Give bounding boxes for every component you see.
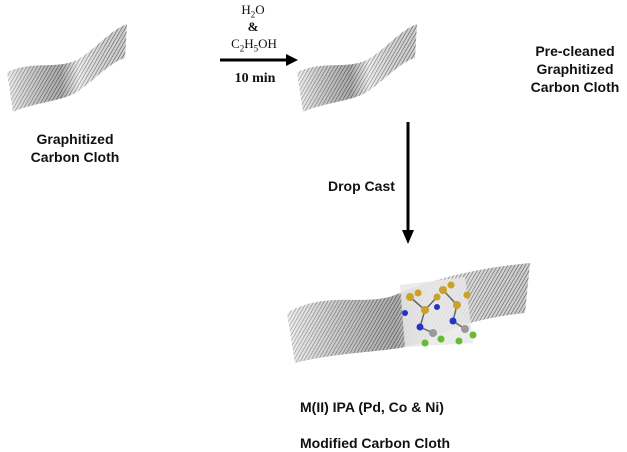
arrow-right bbox=[220, 54, 298, 66]
step2-label: Drop Cast bbox=[328, 178, 395, 194]
carbon-cloth-2 bbox=[297, 24, 417, 112]
reagent-water-sub: 2 bbox=[250, 9, 256, 20]
ethanol-h: H bbox=[244, 36, 254, 51]
cloth2-label-line3: Carbon Cloth bbox=[530, 79, 620, 95]
reagent-amp: & bbox=[247, 19, 259, 34]
step1-time: 10 min bbox=[234, 71, 276, 86]
cloth3-label-line2: Modified Carbon Cloth bbox=[300, 435, 451, 451]
cloth1-label-line2: Carbon Cloth bbox=[30, 149, 120, 165]
cloth2-label: Pre-cleaned Graphitized Carbon Cloth bbox=[520, 42, 627, 96]
molecule-2 bbox=[434, 281, 477, 345]
reagent-water-o: O bbox=[255, 2, 265, 17]
cloth1-label: Graphitized Carbon Cloth bbox=[20, 130, 130, 166]
ethanol-sub2: 5 bbox=[253, 43, 259, 54]
cloth3-label-line1: M(II) IPA (Pd, Co & Ni) bbox=[300, 399, 444, 415]
molecule-1 bbox=[402, 289, 445, 347]
ethanol-oh: OH bbox=[258, 36, 277, 51]
carbon-cloth-3-modified bbox=[287, 263, 530, 363]
reagent-water-h: H bbox=[241, 2, 251, 17]
arrow-down bbox=[402, 122, 414, 244]
ethanol-c: C bbox=[231, 36, 240, 51]
cloth2-label-line1: Pre-cleaned bbox=[535, 43, 615, 59]
carbon-cloth-1 bbox=[7, 24, 127, 112]
cloth2-label-line2: Graphitized bbox=[536, 61, 614, 77]
ethanol-sub1: 2 bbox=[239, 43, 245, 54]
cloth1-label-line1: Graphitized bbox=[36, 131, 114, 147]
reagent-water: H2O bbox=[228, 2, 278, 23]
reagent-ethanol: C2H5OH bbox=[214, 36, 294, 54]
